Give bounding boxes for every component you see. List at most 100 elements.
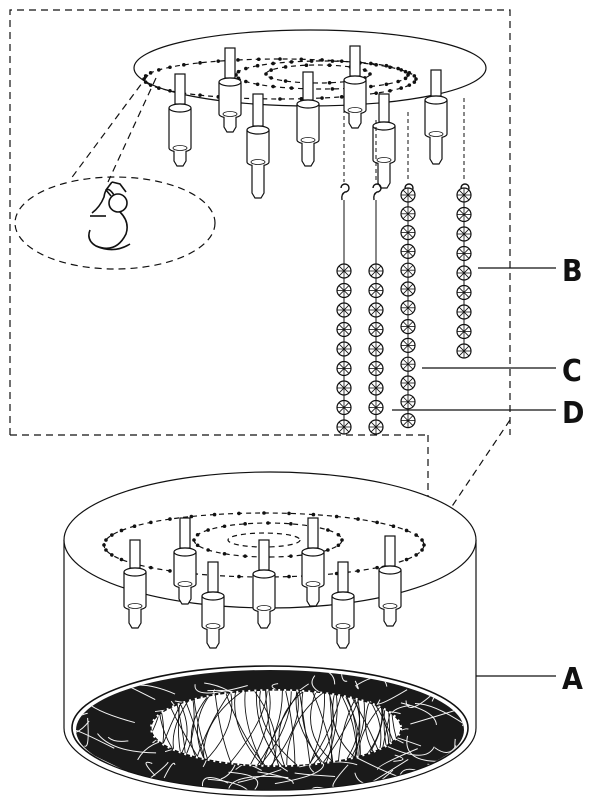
hook-dot: [374, 91, 378, 95]
hook-dot: [384, 82, 389, 87]
lamp-holder: [296, 71, 320, 167]
hook-dot: [198, 61, 202, 65]
lamp-holder: [331, 561, 355, 649]
hook-dot: [289, 554, 293, 558]
hook-dot: [289, 60, 294, 64]
hook-dot: [399, 68, 403, 72]
woven-diffuser: [71, 665, 469, 791]
hook-dot: [384, 63, 389, 68]
hook-dot: [412, 74, 417, 78]
hook-dot: [237, 574, 241, 579]
crystal-bead: [400, 413, 416, 429]
hook-dot: [414, 553, 418, 557]
hook-dot: [237, 511, 241, 516]
hook-dot: [330, 87, 335, 91]
crystal-bead: [400, 319, 416, 335]
lamp-holder: [173, 517, 197, 605]
hook-dot: [326, 548, 330, 552]
crystal-bead: [456, 245, 472, 262]
hook-dot: [168, 517, 172, 521]
crystal-bead: [368, 341, 384, 357]
crystal-bead: [456, 323, 472, 340]
lamp-holder: [246, 93, 270, 199]
callout-d: D: [562, 396, 584, 431]
crystal-bead: [368, 263, 384, 279]
hook-dot: [149, 520, 153, 525]
hook-dot: [102, 543, 106, 547]
hook-dot: [287, 574, 291, 579]
hook-dot: [283, 79, 288, 83]
crystal-strand: [336, 95, 352, 435]
hook-dot: [206, 528, 210, 532]
hook-dot: [420, 548, 424, 552]
hook-dot: [327, 80, 332, 85]
hook-dot: [330, 59, 335, 63]
callout-b: B: [562, 254, 583, 289]
hook-dot: [396, 79, 400, 84]
crystal-bead: [400, 225, 416, 241]
lower-lamp-holders: [123, 517, 402, 649]
hook-dot: [391, 524, 396, 528]
hook-dot: [271, 84, 275, 89]
hook-dot: [216, 59, 221, 63]
hook-dot: [422, 543, 426, 547]
crystal-bead: [400, 337, 416, 353]
hook-dot: [119, 528, 124, 533]
crystal-bead: [400, 187, 416, 203]
hook-dot: [375, 520, 379, 525]
crystal-bead: [456, 187, 472, 203]
hook-dot: [262, 511, 266, 515]
lamp-holder: [123, 539, 147, 629]
hook-detail: [14, 74, 216, 270]
hook-dot: [283, 65, 288, 69]
hook-dot: [412, 80, 417, 84]
hook-dot: [148, 71, 153, 75]
hook-dot: [110, 533, 114, 537]
lamp-holder: [372, 93, 396, 189]
crystal-bead: [456, 343, 472, 359]
hook-dot: [396, 66, 400, 71]
top-lamp-holders: [168, 45, 448, 199]
crystal-bead: [368, 380, 384, 396]
hook-dot: [407, 83, 412, 87]
hook-dot: [264, 72, 268, 76]
hook-dot: [255, 63, 260, 68]
hook-dot: [206, 548, 210, 552]
hook-dot: [304, 63, 309, 68]
hook-dot: [327, 63, 332, 68]
hook-dot: [189, 514, 194, 519]
lamp-holder: [218, 47, 242, 133]
hook-dot: [299, 57, 304, 62]
hook-dot: [388, 65, 392, 70]
hook-dot: [168, 65, 172, 70]
hook-dot: [289, 86, 294, 90]
hook-dot: [374, 63, 378, 67]
crystal-bead: [336, 360, 352, 377]
hook-dot: [269, 76, 273, 80]
hook-dot: [311, 512, 316, 517]
hook-dot: [403, 76, 408, 81]
hook-dot: [406, 73, 410, 77]
crystal-bead: [368, 321, 384, 338]
hook-dot: [198, 93, 202, 97]
hook-dot: [368, 72, 372, 76]
crystal-bead: [336, 419, 352, 435]
crystal-strand: [456, 98, 472, 359]
crystal-bead: [368, 419, 384, 435]
hook-dot: [119, 557, 124, 562]
hook-dot: [255, 82, 260, 87]
hook-dot: [404, 557, 409, 562]
crystal-bead: [456, 304, 472, 320]
hook-dot: [320, 58, 324, 62]
hook-dot: [143, 80, 148, 84]
hook-dot: [244, 66, 248, 71]
hook-dot: [414, 533, 418, 537]
hook-dot: [243, 522, 247, 526]
hook-dot: [278, 97, 282, 101]
hook-dot: [399, 86, 403, 90]
crystal-strand: [400, 112, 416, 429]
hook-dot: [222, 551, 227, 556]
lamp-holder: [168, 73, 192, 167]
crystal-bead: [400, 300, 416, 316]
